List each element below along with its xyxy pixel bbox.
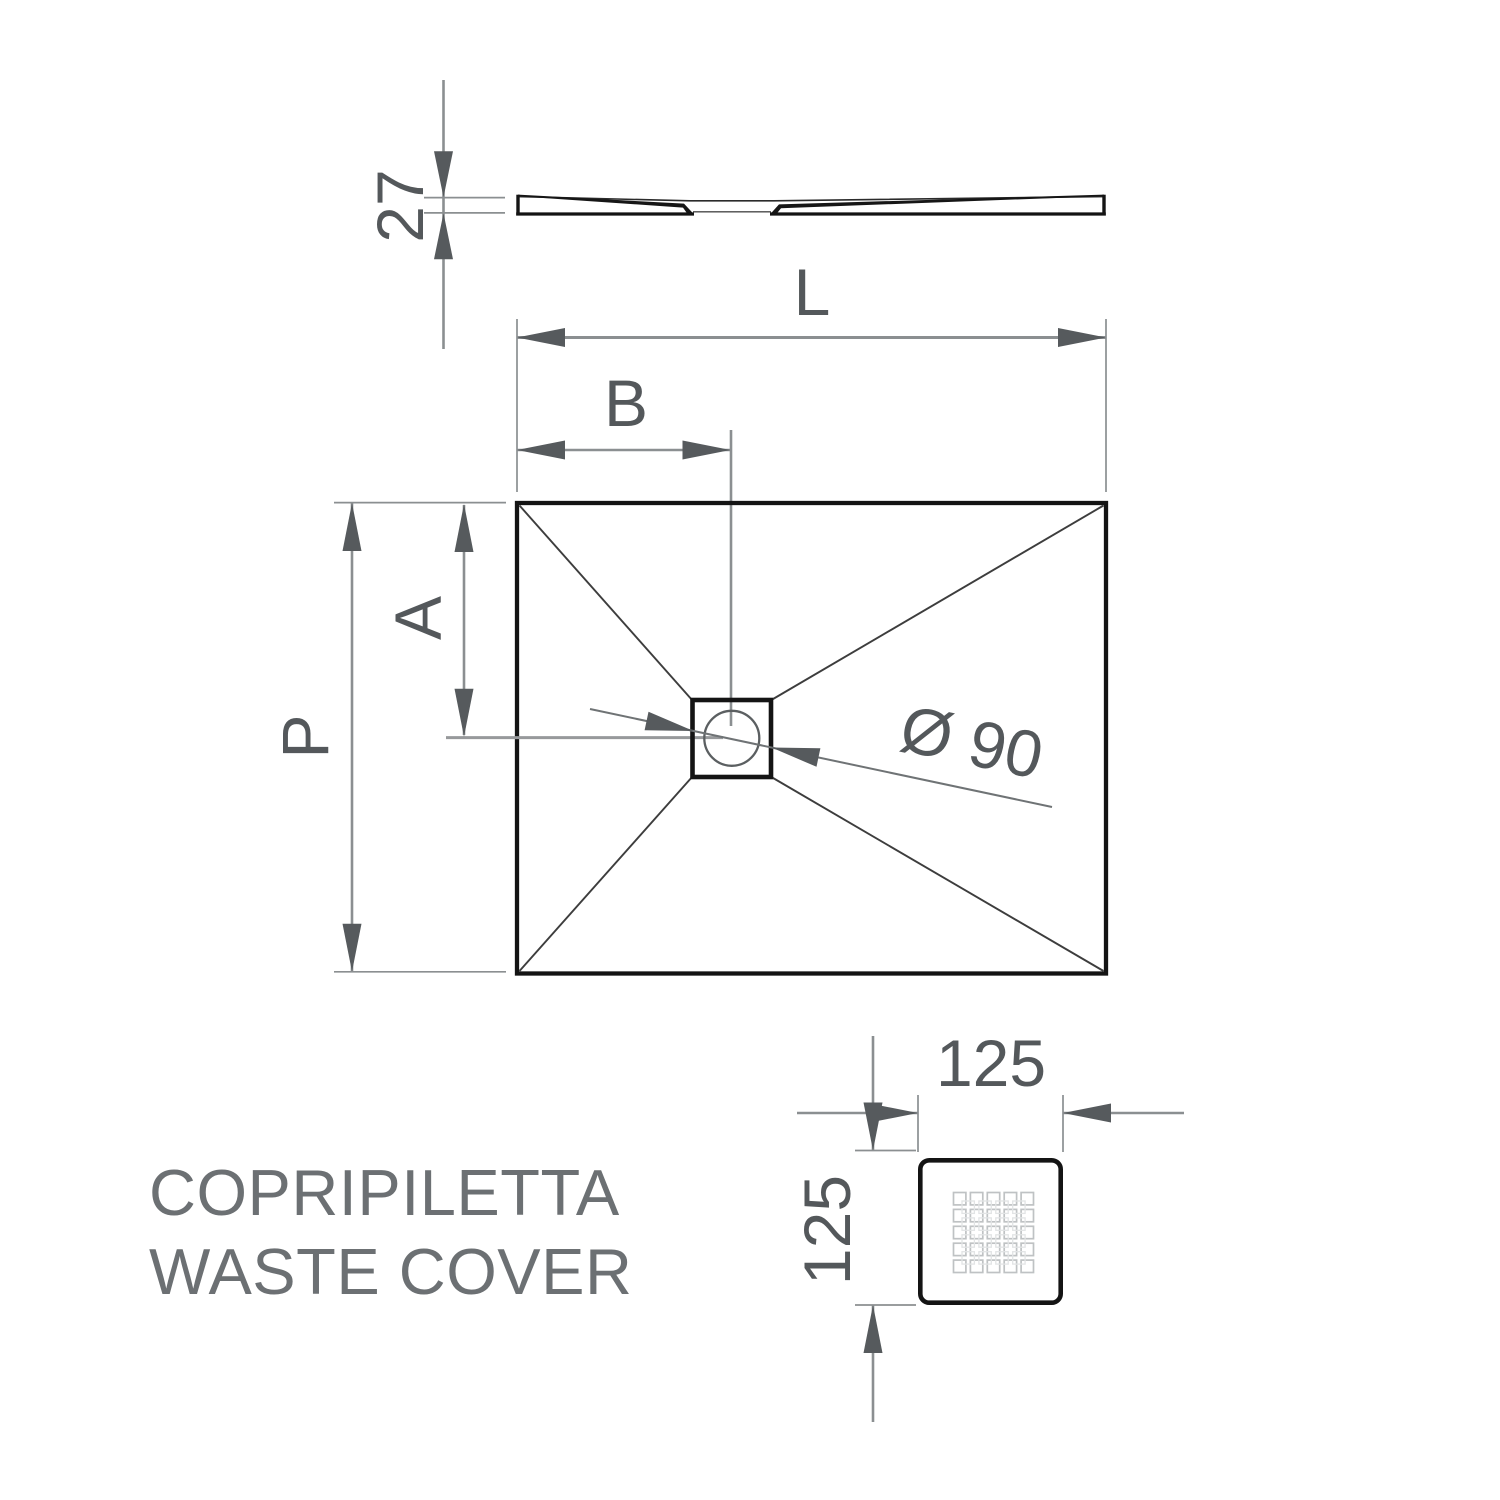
grate-hole-offset: [961, 1251, 976, 1265]
dimension-drain-offset-B: B: [517, 366, 733, 726]
dim-L-arrow-right: [1058, 328, 1106, 347]
caption-line-2: WASTE COVER: [149, 1235, 632, 1308]
grate-hole: [1020, 1259, 1035, 1274]
slope-fold-top-right: [770, 504, 1104, 702]
dim-A-arrow-up: [454, 504, 474, 552]
grate-hole-offset: [1012, 1217, 1026, 1231]
dimension-depth-P: P: [268, 501, 506, 973]
grate-hole-offset: [995, 1217, 1009, 1231]
dim-27-label: 27: [363, 169, 437, 242]
grate-hole: [1003, 1191, 1018, 1206]
dim-L-label: L: [794, 255, 831, 329]
profile-left-slope: [518, 194, 693, 214]
dim-L-arrow-left: [517, 328, 565, 347]
dim-cover-w-label: 125: [936, 1026, 1046, 1100]
grate-hole: [1020, 1191, 1035, 1206]
grate-hole: [952, 1259, 967, 1274]
dim-A-arrow-down: [454, 688, 474, 737]
dim-cover-w-arrow-left: [870, 1103, 918, 1123]
dim-A-label: A: [381, 596, 455, 640]
grate-hole: [1020, 1242, 1035, 1257]
grate-hole: [1003, 1225, 1018, 1240]
grate-hole: [952, 1242, 967, 1257]
dim-P-arrow-down: [342, 923, 362, 972]
dim-cover-w-arrow-right: [1063, 1103, 1111, 1123]
drain-diameter-arrow-left: [644, 711, 694, 731]
profile-right-slope: [771, 194, 1104, 214]
waste-cover-outline: [917, 1158, 1063, 1306]
grate-hole-offset: [961, 1200, 976, 1215]
grate-hole: [952, 1225, 967, 1240]
grate-hole-offset: [1012, 1200, 1026, 1215]
grate-hole: [969, 1208, 984, 1223]
waste-cover-detail: 125 125: [790, 1026, 1184, 1422]
dimension-cover-width-125: 125: [797, 1026, 1184, 1152]
grate-hole: [969, 1191, 984, 1206]
plan-view: [446, 500, 1109, 976]
grate-hole-offset: [961, 1217, 976, 1231]
dimension-cover-height-125: 125: [790, 1036, 916, 1422]
dimension-thickness-27: 27: [363, 80, 505, 349]
grate-hole: [1020, 1208, 1035, 1223]
grate-hole: [986, 1242, 1001, 1257]
dim-B-arrow-right: [682, 440, 731, 460]
slope-fold-bottom-left: [518, 775, 694, 972]
grate-hole: [1020, 1225, 1035, 1240]
dimension-length-L: L: [516, 255, 1107, 492]
dim-B-arrow-left: [517, 440, 565, 460]
grate-hole: [952, 1191, 967, 1206]
grate-hole: [1003, 1208, 1018, 1223]
dimension-drain-diameter: Ø 90: [589, 691, 1053, 808]
drain-diameter-arrow-right: [771, 747, 821, 767]
dim-P-label: P: [268, 714, 342, 758]
grate-hole-offset: [978, 1200, 992, 1215]
caption-line-1: COPRIPILETTA: [149, 1156, 620, 1229]
dim-cover-h-arrow-down: [863, 1102, 883, 1151]
grate-hole-offset: [978, 1217, 992, 1231]
grate-hole-offset: [978, 1251, 992, 1265]
grate-hole: [986, 1191, 1001, 1206]
dim-27-arrow-up: [434, 213, 453, 260]
dim-cover-h-arrow-up: [863, 1305, 883, 1353]
grate-hole: [1003, 1259, 1018, 1274]
grate-hole-offset: [978, 1234, 992, 1248]
grate-hole-offset: [995, 1234, 1009, 1248]
slope-fold-top-left: [518, 504, 694, 702]
grate-hole: [1003, 1242, 1018, 1257]
grate-hole-offset: [995, 1251, 1009, 1265]
dim-B-label: B: [604, 366, 648, 440]
dim-27-arrow-down: [434, 151, 453, 198]
grate-hole: [952, 1208, 967, 1223]
grate-hole: [969, 1225, 984, 1240]
grate-hole: [986, 1259, 1001, 1274]
grate-hole-offset: [1012, 1234, 1026, 1248]
grate-hole: [969, 1242, 984, 1257]
grate-hole: [986, 1225, 1001, 1240]
drain-square: [690, 697, 774, 780]
caption: COPRIPILETTA WASTE COVER: [149, 1156, 632, 1308]
drain-circle: [703, 709, 761, 767]
grate-hole-offset: [961, 1234, 976, 1248]
grate-hole-offset: [995, 1200, 1009, 1215]
side-profile-view: [516, 194, 1106, 216]
dim-P-arrow-up: [342, 503, 362, 551]
grate-hole: [969, 1259, 984, 1274]
grate-hole: [986, 1208, 1001, 1223]
dim-cover-h-label: 125: [790, 1175, 864, 1285]
profile-far-rim-line: [516, 195, 1106, 202]
slope-fold-bottom-right: [770, 775, 1104, 972]
grate-hole-offset: [1012, 1251, 1026, 1265]
dimension-drain-offset-A: A: [381, 504, 474, 737]
waste-cover-grate: [952, 1191, 1035, 1274]
